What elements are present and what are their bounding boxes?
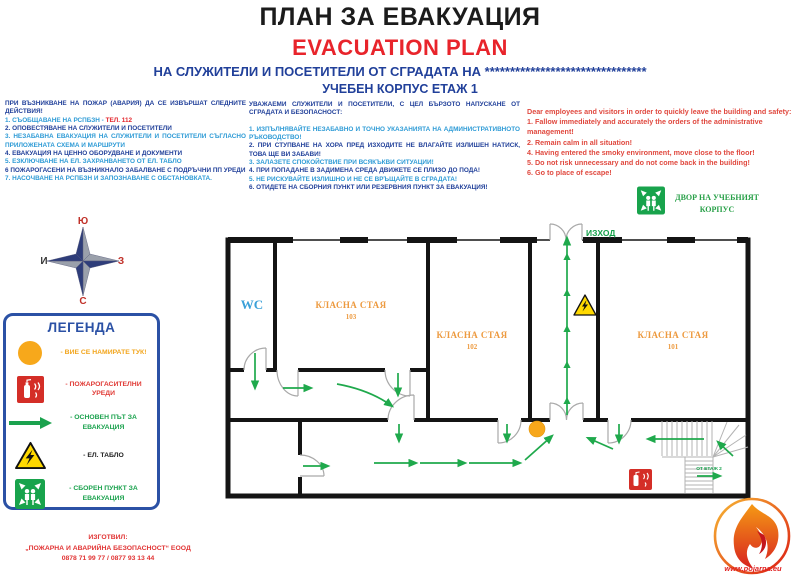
assembly-point-icon [637, 186, 665, 215]
room-label-101: КЛАСНА СТАЯ [638, 330, 709, 340]
legend-item: - ОСНОВЕН ПЪТ ЗА ЕВАКУАЦИЯ [6, 407, 157, 438]
company-name: „ПОЖАРНА И АВАРИЙНА БЕЗОПАСНОСТ“ ЕООД [25, 544, 191, 552]
instruction-item: 2. ОПОВЕСТЯВАНЕ НА СЛУЖИТЕЛИ И ПОСЕТИТЕЛ… [5, 124, 172, 132]
instruction-item: 2. Remain calm in all situation! [527, 137, 633, 147]
instruction-item: 6 ПОЖАРОГАСЕНИ НА ВЪЗНИКНАЛО ЗАБАЛВАНЕ С… [5, 166, 246, 174]
legend-item: - ПОЖАРОГАСИТЕЛНИ УРЕДИ [6, 371, 157, 407]
instruction-item: 1. СЪОБЩАВАНЕ НА РСПБЗН - ТЕЛ. 112 [5, 116, 133, 124]
instruction-item: 3. ЗАЛАЗЕТЕ СПОКОЙСТВИЕ ПРИ ВСЯКЪКВИ СИТ… [249, 158, 434, 166]
fire-extinguisher-symbol [629, 469, 652, 490]
instruction-item: 6. Go to place of escape! [527, 168, 612, 178]
legend-title: ЛЕГЕНДА [47, 320, 116, 335]
electrical-panel-symbol [573, 294, 597, 316]
instruction-item: 4. Having entered the smoky environment,… [527, 147, 755, 157]
instruction-item: 7. НАСОЧВАНЕ НА РСПБЗН И ЗАПОЗНАВАНЕ С О… [5, 174, 212, 182]
instruction-item: 1. ИЗПЪЛНЯВАЙТЕ НЕЗАБАВНО И ТОЧНО УКАЗАН… [249, 125, 520, 141]
compass-label-left: И [40, 256, 47, 267]
instruction-item: 5. ЕЗКЛЮЧВАНЕ НА ЕЛ. ЗАХРАНВАНЕТО ОТ ЕЛ.… [5, 158, 182, 166]
room-label-102: КЛАСНА СТАЯ [437, 330, 508, 340]
walls [225, 237, 751, 499]
room-label-wc: WC [241, 297, 263, 312]
fire-extinguisher-icon [16, 375, 44, 403]
fire-actions-heading: ПРИ ВЪЗНИКВАНЕ НА ПОЖАР (АВАРИЯ) ДА СЕ И… [5, 100, 246, 116]
doors [243, 223, 632, 477]
compass-label-bottom: С [79, 296, 86, 307]
instruction-item: 6. ОТИДЕТЕ НА СБОРНИЯ ПУНКТ ИЛИ РЕЗЕРВНИ… [249, 183, 488, 191]
compass-rose: Ю И З С [40, 216, 124, 307]
company-logo [713, 497, 791, 575]
compass-label-top: Ю [78, 216, 88, 227]
subtitle-floor: УЧЕБЕН КОРПУС ЕТАЖ 1 [322, 82, 478, 96]
instruction-item: 5. НЕ РИСКУВАЙТЕ ИЗЛИШНО И НЕ СЕ ВРЪЩАЙТ… [249, 175, 458, 183]
instruction-item: 4. ПРИ ПОПАДАНЕ В ЗАДИМЕНА СРЕДА ДВИЖЕТЕ… [249, 167, 481, 175]
fire-actions-column: ПРИ ВЪЗНИКВАНЕ НА ПОЖАР (АВАРИЯ) ДА СЕ И… [5, 100, 246, 183]
assembly-point-icon [15, 478, 45, 509]
legend-box: ЛЕГЕНДА - ВИЕ СЕ НАМИРАТЕ ТУК! - ПОЖАРОГ… [3, 313, 160, 510]
emergency-phone: ТЕЛ. 112 [105, 116, 133, 124]
company-phones: 0878 71 99 77 / 0877 93 13 44 [61, 555, 155, 563]
route-arrowheads [563, 253, 571, 404]
legend-item: - СБОРЕН ПУНКТ ЗА ЕВАКУАЦИЯ [6, 473, 157, 514]
instruction-item: 3. НЕЗАБАВНА ЕВАКУАЦИЯ НА СЛУЖИТЕЛИ И ПО… [5, 133, 246, 149]
page-title: ПЛАН ЗА ЕВАКУАЦИЯ [259, 3, 541, 31]
english-instructions-column: Dear employees and visitors in order to … [527, 107, 797, 179]
footer: ИЗГОТВИЛ: „ПОЖАРНА И АВАРИЙНА БЕЗОПАСНОС… [8, 533, 208, 565]
flame-icon [733, 504, 779, 568]
evacuation-route-arrow-icon [9, 416, 52, 429]
electrical-hazard-icon [14, 441, 46, 470]
visitor-heading: УВАЖАЕМИ СЛУЖИТЕЛИ И ПОСЕТИТЕЛИ, С ЦЕЛ Б… [249, 101, 520, 117]
instruction-item: 1. Fallow immediately and accurately the… [527, 117, 763, 137]
stairs [661, 421, 749, 493]
room-label-103: КЛАСНА СТАЯ [316, 300, 387, 310]
floor-plan: WC КЛАСНА СТАЯ 103 КЛАСНА СТАЯ 102 КЛАСН… [225, 223, 751, 499]
instruction-item: 4. ЕВАКУАЦИЯ НА ЦЕННО ОБОРУДВАНЕ И ДОКУМ… [5, 149, 183, 157]
legend-item: - ВИЕ СЕ НАМИРАТЕ ТУК! [6, 335, 157, 371]
legend-item: - ЕЛ. ТАБЛО [6, 438, 157, 473]
evacuation-routes [250, 235, 734, 481]
assembly-point-label: ДВОР НА УЧЕБНИЯТ КОРПУС [675, 193, 759, 214]
you-are-here-marker [528, 420, 546, 438]
exit-label: ИЗХОД [586, 228, 615, 238]
page-title-en: EVACUATION PLAN [292, 35, 508, 60]
stairs-label: ОТ ЕТАЖ 2 [696, 466, 722, 472]
english-heading: Dear employees and visitors in order to … [527, 107, 792, 116]
website-link[interactable]: www.pojarna.eu [724, 564, 782, 573]
instruction-item: 5. Do not risk unnecessary and do not co… [527, 158, 750, 168]
room-number-101: 101 [668, 343, 679, 351]
room-number-103: 103 [346, 313, 357, 321]
subtitle: НА СЛУЖИТЕЛИ И ПОСЕТИТЕЛИ ОТ СГРАДАТА НА… [153, 64, 647, 79]
room-number-102: 102 [467, 343, 478, 351]
instruction-item: 2. ПРИ СТУПВАНЕ НА ХОРА ПРЕД ИЗХОДИТЕ НЕ… [249, 142, 520, 158]
visitor-instructions-column: УВАЖАЕМИ СЛУЖИТЕЛИ И ПОСЕТИТЕЛИ, С ЦЕЛ Б… [249, 101, 520, 192]
prepared-by-label: ИЗГОТВИЛ: [88, 534, 128, 541]
you-are-here-icon [18, 341, 42, 365]
compass-label-right: З [118, 256, 124, 267]
